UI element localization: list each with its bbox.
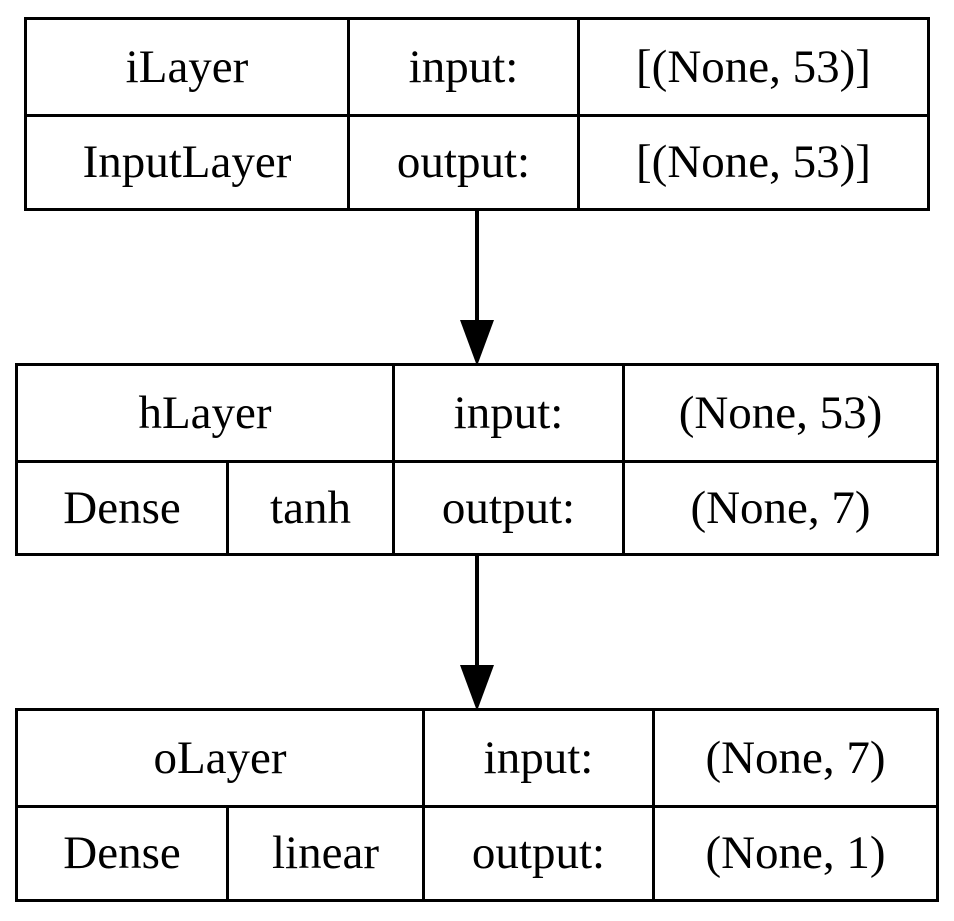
layer-activation: linear [226,805,422,899]
output-shape: [(None, 53)] [577,114,927,208]
edge-ilayer-to-hlayer [460,210,494,366]
input-label: input: [422,711,652,805]
arrowhead [460,665,494,711]
input-label: input: [347,20,577,114]
input-shape: (None, 7) [652,711,936,805]
layer-node-olayer: oLayer Dense linear input: output: (None… [15,708,939,902]
input-shape: [(None, 53)] [577,20,927,114]
layer-name: hLayer [138,386,272,439]
layer-node-hlayer: hLayer Dense tanh input: output: (None, … [15,363,939,556]
layer-type: Dense [18,805,226,899]
edge-hlayer-to-olayer [460,555,494,711]
layer-node-ilayer: iLayer InputLayer input: output: [(None,… [24,17,930,211]
input-label: input: [392,366,622,460]
output-shape: (None, 7) [622,460,936,553]
layer-type: InputLayer [27,114,347,208]
layer-activation: tanh [226,460,392,553]
layer-name: iLayer [125,40,249,93]
output-label: output: [422,805,652,899]
arrowhead [460,320,494,366]
output-shape: (None, 1) [652,805,936,899]
layer-name: oLayer [153,731,287,784]
layer-type: Dense [18,460,226,553]
output-label: output: [347,114,577,208]
output-label: output: [392,460,622,553]
input-shape: (None, 53) [622,366,936,460]
